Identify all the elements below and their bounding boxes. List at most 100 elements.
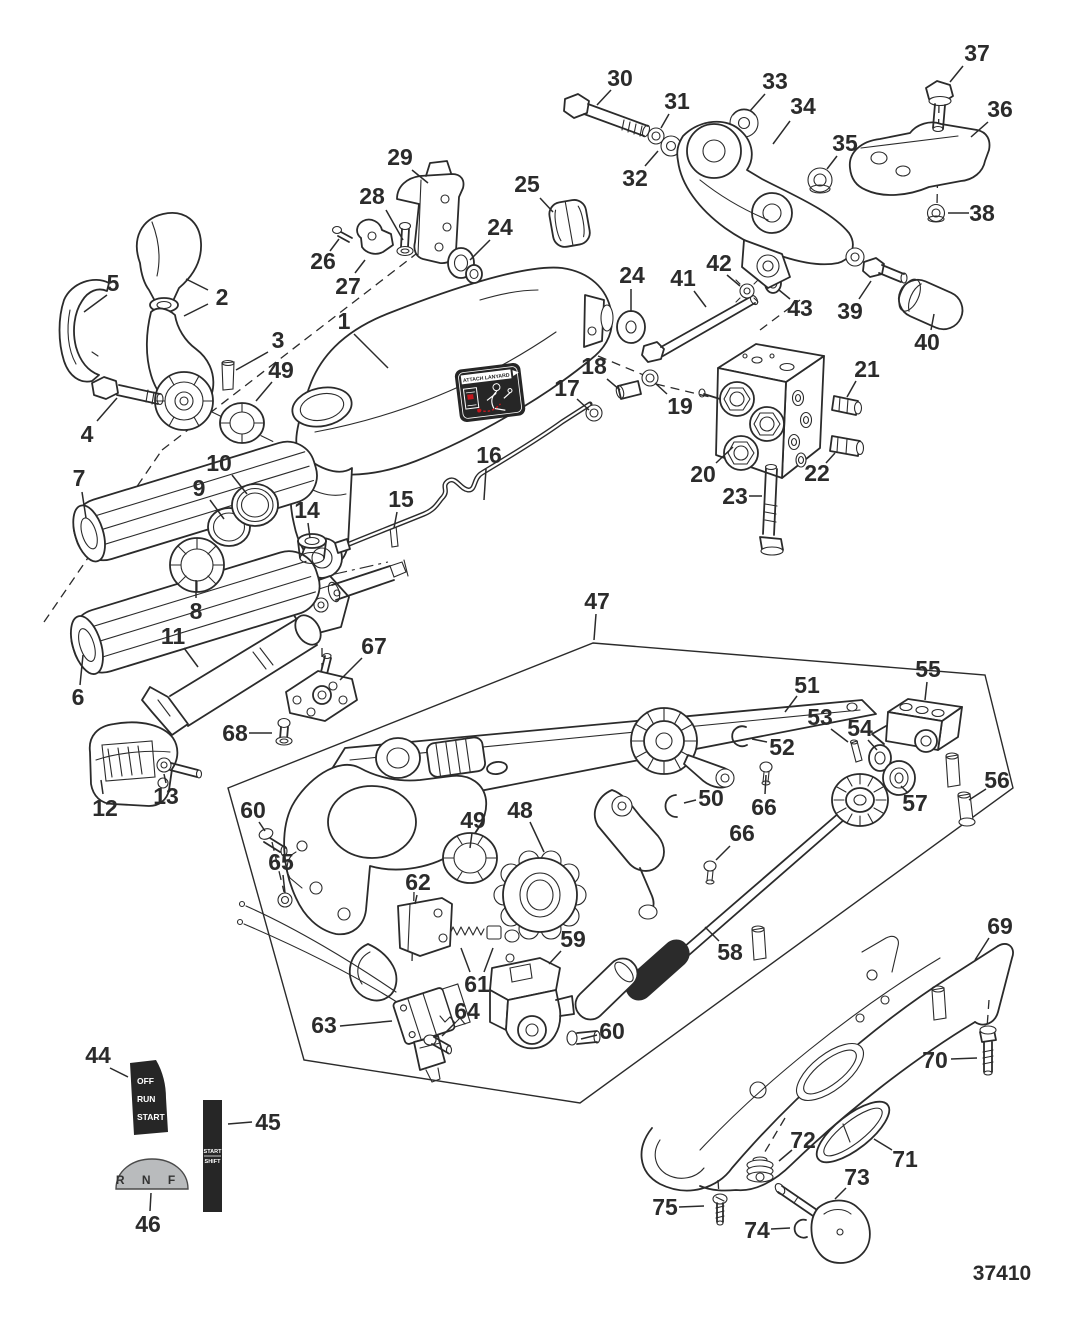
part-40-grip-cap: [897, 278, 964, 331]
part-49-ring-upper: [219, 402, 265, 444]
roller-cylinder: [574, 957, 639, 1021]
part-11-swivel-tube: [141, 614, 322, 736]
part-2-shift-knob-lever: [135, 212, 215, 431]
callout-7: 7: [73, 465, 86, 491]
part-60-bolt-right: [566, 1030, 601, 1046]
callout-6: 6: [72, 684, 85, 710]
callout-64-leader: [441, 1022, 456, 1037]
callout-62: 62: [405, 869, 431, 895]
callout-75-leader: [678, 1205, 705, 1208]
callout-14-leader: [307, 522, 311, 539]
callout-35: 35: [832, 130, 858, 156]
callout-9: 9: [193, 475, 206, 501]
part-70-bolt: [979, 1025, 997, 1076]
callout-42-leader: [726, 274, 741, 287]
callout-47-leader: [593, 613, 597, 641]
callout-61-leader: [460, 947, 471, 973]
part-24-bushing-left: [447, 247, 483, 284]
callout-26: 26: [310, 248, 336, 274]
callout-57-leader: [900, 785, 909, 794]
callout-2-leader: [185, 278, 209, 291]
part-63-stop-switch: [236, 900, 471, 1083]
callout-73-leader: [834, 1187, 847, 1200]
callout-37: 37: [964, 40, 990, 66]
part-19-nut: [641, 369, 659, 387]
part-34-swivel-bracket: [676, 120, 854, 289]
callout-44: 44: [85, 1042, 111, 1068]
callout-13-leader: [163, 773, 167, 784]
decal-45-start-shift-bar: START SHIFT: [203, 1100, 222, 1212]
callout-33: 33: [762, 68, 788, 94]
part-52-e-clip: [731, 725, 748, 748]
callout-4-leader: [96, 397, 118, 422]
callout-15: 15: [388, 486, 414, 512]
callout-64: 64: [454, 998, 480, 1024]
callout-49: 49: [268, 357, 294, 383]
callout-43: 43: [787, 295, 813, 321]
part-28-screw: [396, 221, 414, 257]
callout-65: 65: [268, 849, 294, 875]
center-roller-and-splines: [375, 736, 508, 779]
callout-36: 36: [987, 96, 1013, 122]
callout-24-leader: [469, 239, 491, 261]
callout-33-leader: [749, 93, 766, 112]
callout-41-leader: [693, 290, 707, 308]
decal-45-line-shift: SHIFT: [205, 1159, 222, 1165]
callout-67-leader: [339, 657, 363, 681]
callout-40: 40: [914, 329, 940, 355]
callout-66-leader: [715, 845, 731, 861]
callout-4: 4: [81, 421, 94, 447]
callout-54-leader: [867, 739, 878, 751]
callout-42: 42: [706, 250, 732, 276]
callout-72-leader: [778, 1149, 793, 1162]
callout-38: 38: [969, 200, 995, 226]
decal-46-gear-indicator: R N F: [115, 1158, 189, 1190]
callout-36-leader: [970, 121, 989, 138]
callout-22: 22: [804, 460, 830, 486]
callout-69: 69: [987, 913, 1013, 939]
callout-29: 29: [387, 144, 413, 170]
part-21-fitting: [831, 395, 863, 416]
drawing-number: 37410: [973, 1262, 1031, 1285]
part-53-pin: [849, 739, 863, 763]
callout-20-leader: [715, 446, 734, 464]
callout-22-leader: [825, 452, 836, 464]
callout-60-leader: [258, 821, 266, 832]
part-1-handle-housing: [291, 266, 614, 476]
part-17-nut: [585, 404, 603, 422]
callout-59: 59: [560, 926, 586, 952]
part-49-ring-lower: [442, 832, 498, 884]
callout-24: 24: [619, 262, 645, 288]
callout-56-leader: [968, 788, 987, 801]
callout-25: 25: [514, 171, 540, 197]
callout-48-leader: [529, 821, 545, 853]
callout-21-leader: [846, 380, 857, 398]
callout-66-leader: [764, 774, 767, 795]
shift-arm: [593, 789, 665, 920]
callout-34: 34: [790, 93, 816, 119]
callout-52-leader: [751, 738, 768, 743]
part-8-bearing: [169, 537, 225, 593]
part-25-cover: [548, 199, 591, 248]
part-67-mount-plate: [285, 652, 358, 722]
part-69-lower-cowl: [640, 925, 1014, 1192]
callout-34-leader: [772, 120, 791, 145]
callout-61-leader: [483, 947, 494, 973]
part-4-bolt: [91, 376, 164, 406]
callout-2-leader: [183, 303, 209, 317]
callout-32-leader: [644, 150, 659, 167]
callout-51: 51: [794, 672, 820, 698]
part-41-link-rod: [641, 294, 759, 363]
callout-49-leader: [469, 832, 473, 849]
part-24-bushing-right: [616, 310, 646, 344]
lower-bracket-body: [283, 763, 488, 936]
callout-46: 46: [135, 1211, 161, 1237]
callout-48: 48: [507, 797, 533, 823]
callout-3: 3: [272, 327, 285, 353]
callout-18-leader: [606, 378, 621, 391]
callout-19-leader: [654, 382, 668, 395]
callout-53-leader: [830, 728, 849, 743]
callout-6-leader: [79, 654, 84, 686]
callout-60: 60: [240, 797, 266, 823]
